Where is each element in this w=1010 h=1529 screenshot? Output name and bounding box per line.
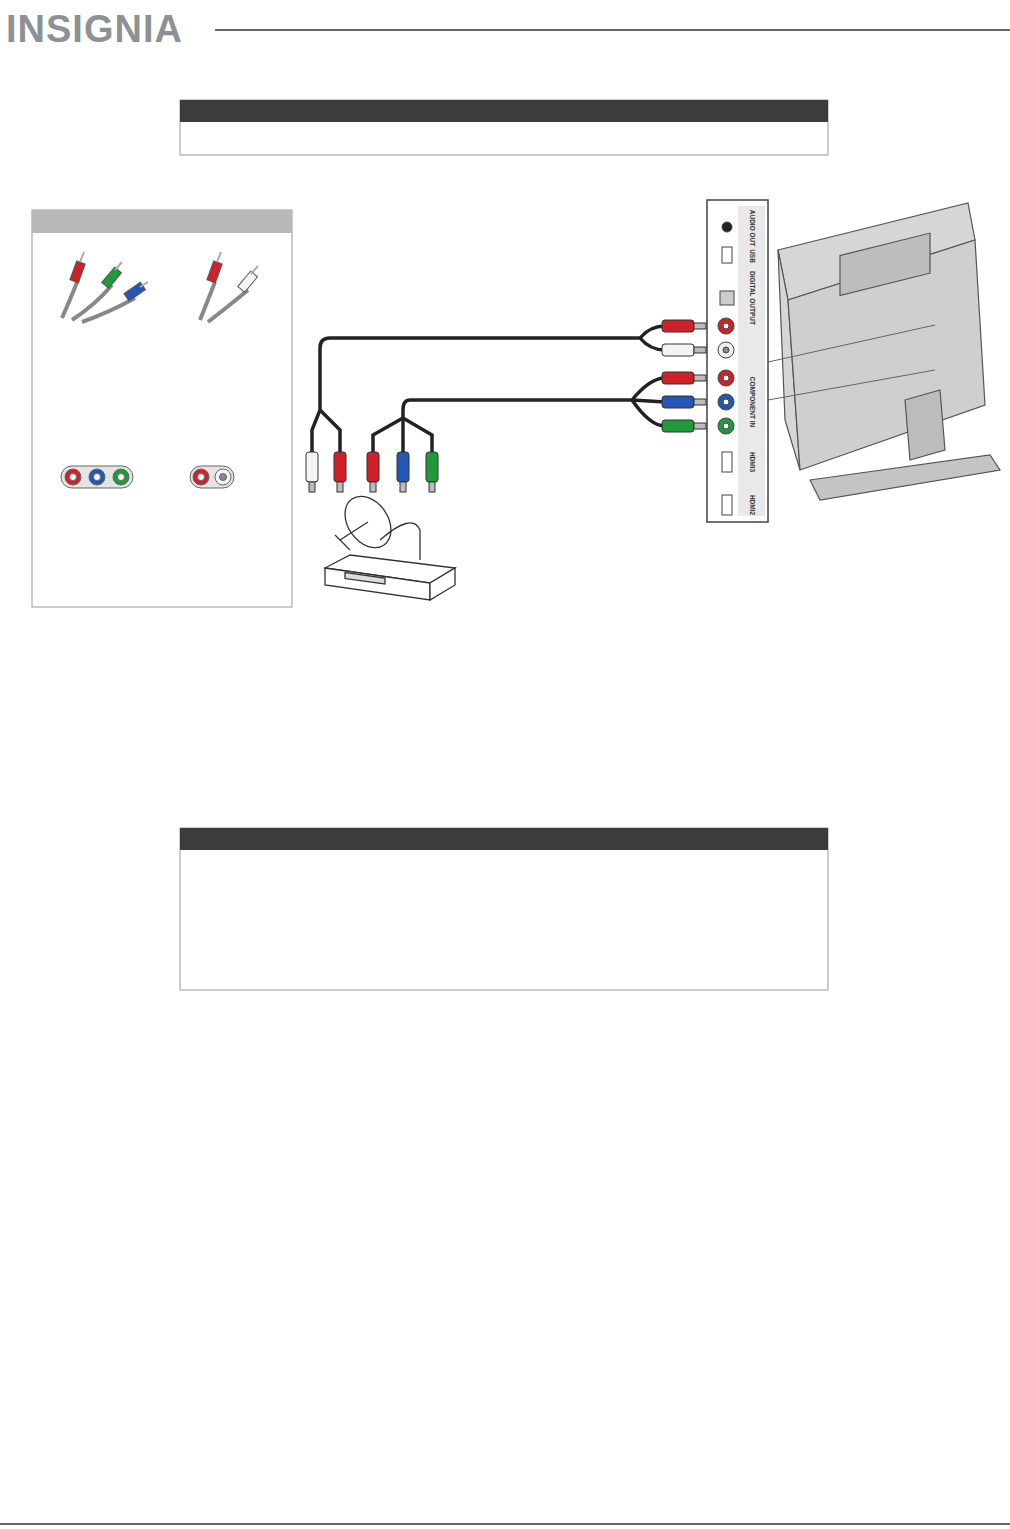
brand-logo: INSIGNIA bbox=[6, 10, 183, 48]
jack-label: HDMI2 bbox=[749, 494, 756, 516]
jack-label: AUDIO OUT bbox=[749, 209, 756, 247]
jack-label: DIGITAL OUTPUT bbox=[749, 270, 756, 326]
jack-label: COMPONENT IN bbox=[749, 376, 756, 429]
jack-label: USB bbox=[749, 248, 756, 264]
jack-label: HDMI3 bbox=[749, 451, 756, 473]
